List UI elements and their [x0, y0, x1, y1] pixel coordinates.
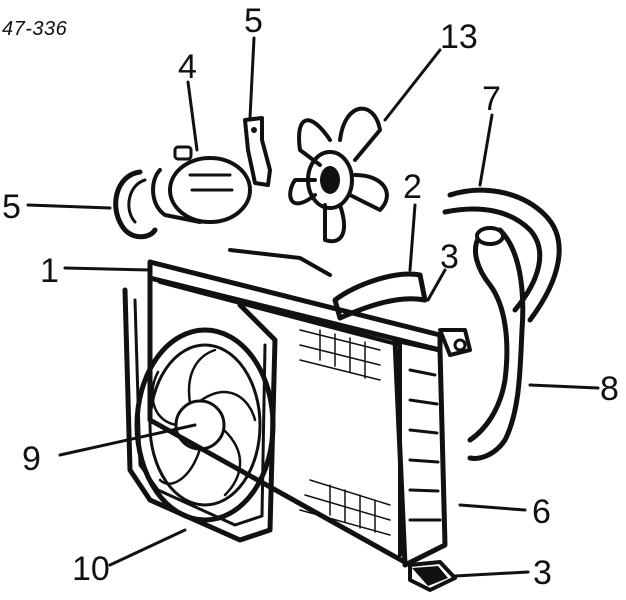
upper-hose: [442, 187, 562, 323]
coolant-reservoir: [151, 145, 252, 224]
elbow-pipe: [332, 271, 428, 321]
engine-fan: [288, 106, 389, 244]
callout-13: 13: [440, 18, 478, 56]
diagram-code: 47-336: [2, 18, 68, 40]
clamp-left: [113, 169, 158, 240]
callout-3-bottom: 3: [533, 554, 552, 592]
callout-10: 10: [72, 550, 110, 588]
callout-5-left: 5: [2, 188, 21, 226]
leader-lines: [26, 36, 600, 578]
callout-3-top: 3: [440, 238, 459, 276]
bracket-top: [243, 116, 272, 187]
radiator: [147, 248, 457, 592]
callout-6: 6: [532, 493, 551, 531]
upper-mount: [438, 328, 472, 357]
callout-2: 2: [403, 168, 422, 206]
callout-8: 8: [600, 370, 619, 408]
callout-1: 1: [40, 252, 59, 290]
callout-5-top: 5: [244, 2, 263, 40]
callout-7: 7: [482, 80, 501, 118]
callout-9: 9: [22, 440, 41, 478]
lower-hose: [467, 226, 526, 461]
callout-4: 4: [178, 48, 197, 86]
